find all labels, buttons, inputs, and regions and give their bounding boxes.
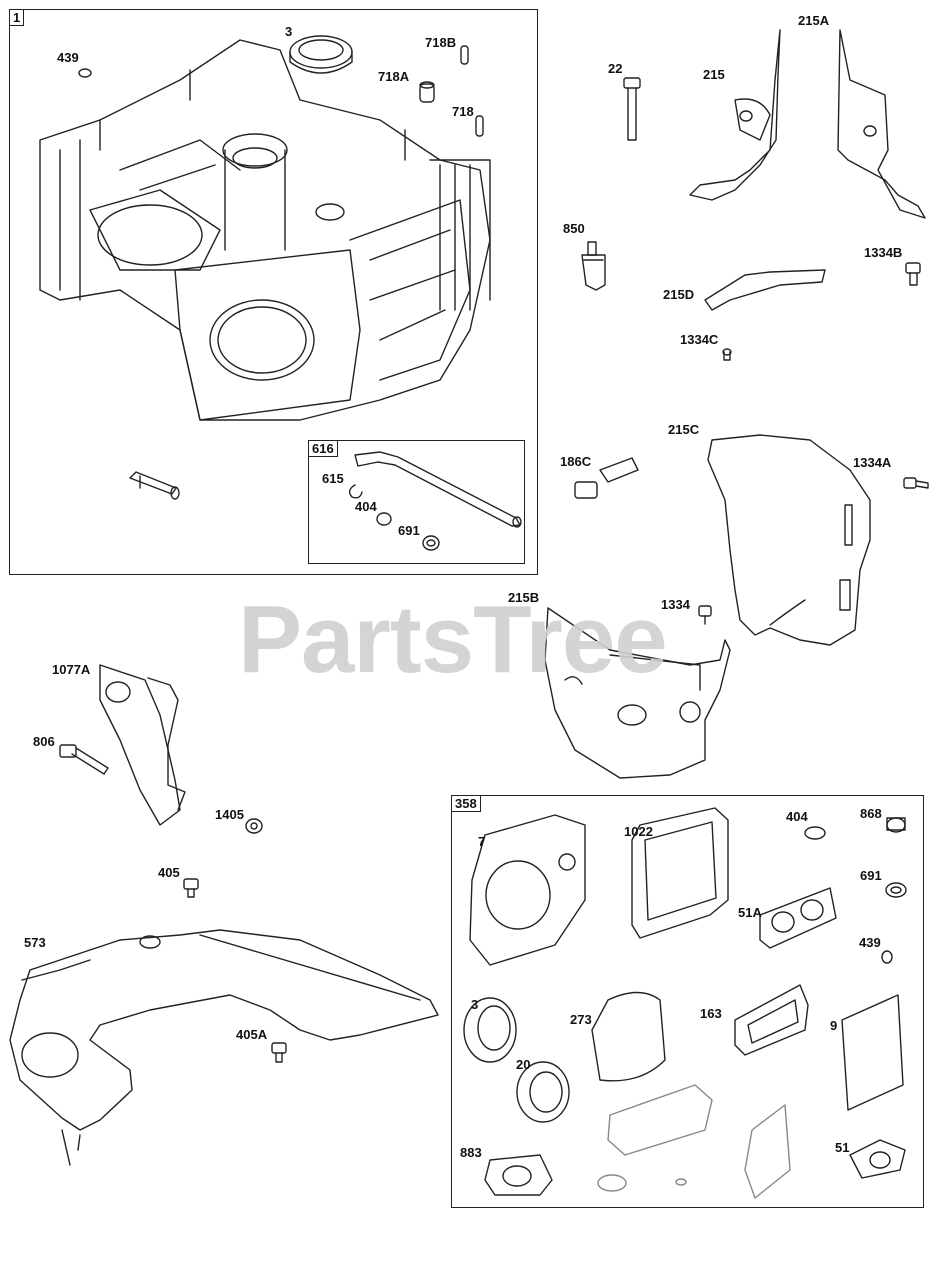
- part-label-51[interactable]: 51: [835, 1140, 850, 1155]
- dowel-pin-drawing: [129, 471, 180, 500]
- part-label-215[interactable]: 215: [703, 67, 725, 82]
- group-tag-616: 616: [308, 440, 338, 457]
- part-label-718B[interactable]: 718B: [425, 35, 457, 50]
- part-label-883[interactable]: 883: [460, 1145, 482, 1160]
- washer-439-top-drawing: [78, 68, 92, 78]
- ring-outline-drawing: [597, 1174, 627, 1192]
- washer-small-outline-drawing: [675, 1178, 687, 1186]
- gasket-883-drawing: [484, 1154, 553, 1196]
- bolt-1334A-drawing: [903, 477, 929, 489]
- part-label-1405[interactable]: 1405: [215, 807, 244, 822]
- seal-20-drawing: [516, 1061, 570, 1123]
- sealant-tube-850-drawing: [581, 241, 606, 291]
- bolt-22-drawing: [623, 77, 641, 141]
- gasket-51A-drawing: [759, 887, 837, 949]
- part-label-215C[interactable]: 215C: [668, 422, 700, 437]
- group-tag-358: 358: [451, 795, 481, 812]
- head-gasket-7-drawing: [469, 814, 586, 966]
- bolt-1334-drawing: [698, 605, 712, 625]
- part-label-1022[interactable]: 1022: [624, 824, 653, 839]
- part-label-1334C[interactable]: 1334C: [680, 332, 719, 347]
- gasket-51-drawing: [849, 1139, 906, 1179]
- shield-215A-drawing: [837, 29, 926, 219]
- part-label-163[interactable]: 163: [700, 1006, 722, 1021]
- seal-868-drawing: [886, 817, 906, 833]
- part-label-404-bottom[interactable]: 404: [786, 809, 808, 824]
- part-label-718[interactable]: 718: [452, 104, 474, 119]
- part-label-405[interactable]: 405: [158, 865, 180, 880]
- gasket-163-drawing: [734, 984, 809, 1056]
- part-label-573[interactable]: 573: [24, 935, 46, 950]
- washer-404-bottom-drawing: [804, 826, 826, 840]
- part-label-868[interactable]: 868: [860, 806, 882, 821]
- part-label-22[interactable]: 22: [608, 61, 623, 76]
- part-label-439[interactable]: 439: [57, 50, 79, 65]
- dipstick-tube-drawing: [354, 451, 522, 528]
- part-label-3[interactable]: 3: [285, 24, 293, 39]
- part-label-273[interactable]: 273: [570, 1012, 592, 1027]
- washer-404-top-drawing: [376, 512, 392, 526]
- part-label-51A[interactable]: 51A: [738, 905, 762, 920]
- bushing-718A-drawing: [419, 81, 435, 103]
- seal-3-top-drawing: [289, 35, 353, 74]
- gasket-273-drawing: [591, 991, 666, 1082]
- blower-housing-573-drawing: [9, 929, 439, 1166]
- seal-691-bottom-drawing: [885, 882, 907, 898]
- shield-215B-drawing: [544, 607, 731, 779]
- bracket-1077A-drawing: [99, 664, 186, 826]
- part-label-691-top[interactable]: 691: [398, 523, 420, 538]
- part-label-615[interactable]: 615: [322, 471, 344, 486]
- gasket-9-drawing: [841, 994, 904, 1111]
- nut-1405-drawing: [245, 818, 263, 834]
- part-label-1334A[interactable]: 1334A: [853, 455, 892, 470]
- part-label-404-top[interactable]: 404: [355, 499, 377, 514]
- part-label-215D[interactable]: 215D: [663, 287, 695, 302]
- part-label-1334B[interactable]: 1334B: [864, 245, 903, 260]
- group-tag-1: 1: [9, 9, 25, 26]
- washer-439-bottom-drawing: [881, 950, 893, 964]
- part-label-1077A[interactable]: 1077A: [52, 662, 91, 677]
- pin-718-drawing: [475, 115, 484, 137]
- part-label-718A[interactable]: 718A: [378, 69, 410, 84]
- part-label-186C[interactable]: 186C: [560, 454, 592, 469]
- clip-615-drawing: [348, 484, 363, 499]
- gasket-outline-a-drawing: [607, 1084, 713, 1156]
- bolt-405-drawing: [183, 878, 199, 898]
- part-label-806[interactable]: 806: [33, 734, 55, 749]
- screw-1334C-drawing: [722, 348, 732, 361]
- seal-691-top-drawing: [422, 535, 440, 551]
- shield-215C-drawing: [707, 434, 871, 646]
- bolt-405A-drawing: [271, 1042, 287, 1063]
- watermark: PartsTree: [238, 586, 668, 693]
- fitting-186C-drawing: [574, 457, 639, 499]
- part-label-850[interactable]: 850: [563, 221, 585, 236]
- bolt-806-drawing: [59, 744, 109, 775]
- part-label-7[interactable]: 7: [478, 834, 486, 849]
- part-label-405A[interactable]: 405A: [236, 1027, 268, 1042]
- part-label-215B[interactable]: 215B: [508, 590, 540, 605]
- shield-215-drawing: [689, 29, 781, 201]
- part-label-215A[interactable]: 215A: [798, 13, 830, 28]
- engine-block-drawing: [39, 39, 491, 421]
- bracket-215D-drawing: [704, 269, 826, 311]
- group-frame-358: [451, 795, 924, 1208]
- part-label-691-bottom[interactable]: 691: [860, 868, 882, 883]
- group-frame-1: [9, 9, 538, 575]
- part-label-9[interactable]: 9: [830, 1018, 838, 1033]
- part-label-3-bottom[interactable]: 3: [471, 997, 479, 1012]
- seal-3-bottom-drawing: [463, 997, 517, 1063]
- part-label-20[interactable]: 20: [516, 1057, 531, 1072]
- pin-718B-drawing: [460, 45, 469, 65]
- gasket-outline-b-drawing: [744, 1104, 791, 1199]
- part-label-1334[interactable]: 1334: [661, 597, 690, 612]
- gasket-1022-drawing: [631, 807, 729, 939]
- group-frame-616: [308, 440, 525, 564]
- bolt-1334B-drawing: [905, 262, 921, 286]
- part-label-439-bottom[interactable]: 439: [859, 935, 881, 950]
